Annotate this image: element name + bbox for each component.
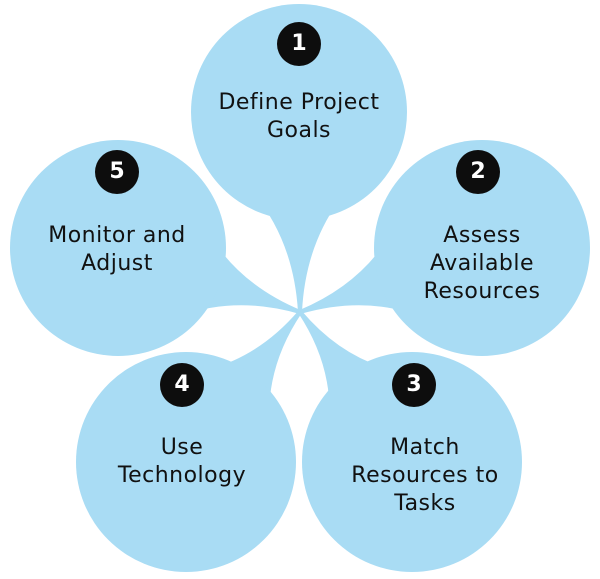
petal-3-circle xyxy=(302,352,522,572)
step-3-label: Match Resources to Tasks xyxy=(351,435,499,516)
step-2-badge: 2 xyxy=(456,150,500,194)
petal-1-circle xyxy=(191,4,407,220)
step-4-label: Use Technology xyxy=(117,435,247,488)
step-1-badge: 1 xyxy=(277,22,321,66)
step-2-label: Assess Available Resources xyxy=(423,223,541,304)
petal-2-circle xyxy=(374,140,590,356)
step-4-badge: 4 xyxy=(160,363,204,407)
step-5-label: Monitor and Adjust xyxy=(48,223,186,276)
petal-5-circle xyxy=(10,140,226,356)
step-5-badge: 5 xyxy=(95,150,139,194)
petal-4-circle xyxy=(76,352,296,572)
step-1-label: Define Project Goals xyxy=(218,90,380,143)
step-3-badge: 3 xyxy=(392,363,436,407)
